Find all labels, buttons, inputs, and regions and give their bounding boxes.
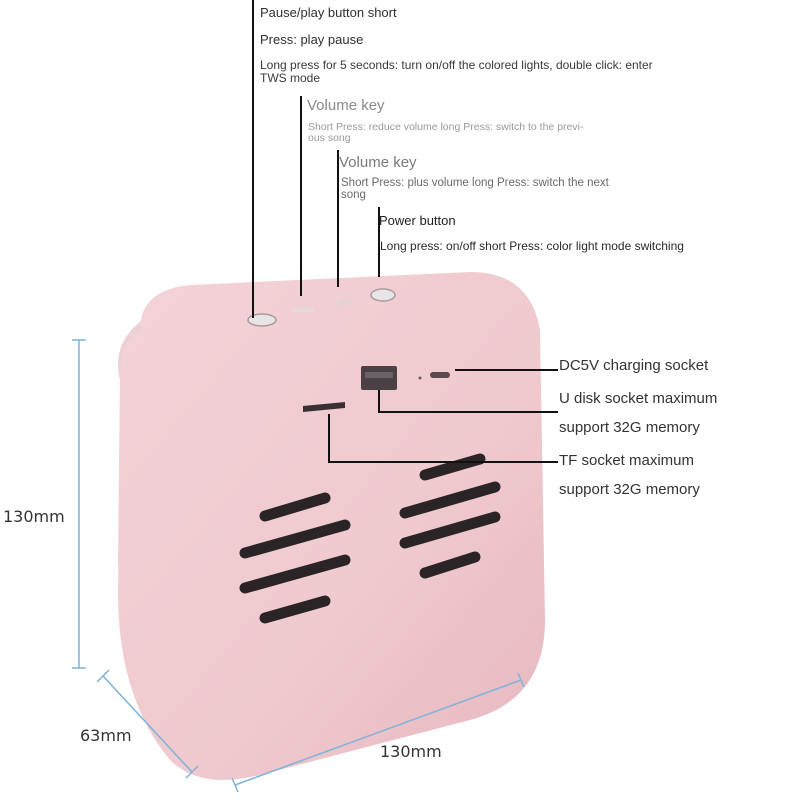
callout-tf-line2: support 32G memory — [559, 481, 700, 498]
callout-tf-line1: TF socket maximum — [559, 452, 695, 469]
volume-down-button-icon — [292, 308, 314, 312]
dimension-height: 130mm — [3, 507, 65, 526]
callout-play-pause-line3: TWS mode — [260, 71, 321, 85]
callout-dc-port: DC5V charging socket — [559, 357, 709, 374]
dimension-width: 130mm — [380, 742, 442, 761]
tf-slot-icon — [303, 402, 345, 412]
dc-port-icon — [430, 372, 450, 378]
leader-volume-up — [337, 150, 339, 287]
leader-usb-h — [378, 411, 558, 413]
callout-usb-line2: support 32G memory — [559, 419, 700, 436]
dimension-lines — [72, 339, 525, 793]
leader-tf-v — [328, 414, 330, 462]
leader-play-pause — [252, 0, 254, 318]
callout-power-line1: Long press: on/off short Press: color li… — [380, 239, 684, 253]
callout-power-title: Power button — [379, 213, 456, 228]
leader-tf-h — [328, 461, 558, 463]
callout-play-pause-title: Pause/play button short — [260, 5, 397, 20]
callout-volume-up-line1: Short Press: plus volume long Press: swi… — [341, 177, 609, 189]
callout-volume-up-line2: song — [341, 189, 366, 201]
power-button-icon — [370, 288, 396, 302]
callout-play-pause-line1: Press: play pause — [260, 32, 364, 47]
play-pause-button-icon — [247, 313, 277, 327]
volume-up-button-icon — [332, 297, 354, 309]
leader-usb-v — [378, 390, 380, 412]
left-grille — [239, 492, 351, 624]
dimension-depth: 63mm — [80, 726, 132, 745]
callout-usb-line1: U disk socket maximum — [559, 390, 718, 407]
callout-play-pause-line2: Long press for 5 seconds: turn on/off th… — [260, 58, 653, 72]
right-grille — [399, 453, 501, 579]
callout-volume-down-title: Volume key — [307, 97, 385, 114]
callout-volume-up-title: Volume key — [339, 154, 417, 171]
leader-volume-down — [300, 96, 302, 296]
callout-volume-down-line2: ous song — [308, 132, 351, 144]
leader-dc-port — [455, 369, 558, 371]
callout-volume-down-line1: Short Press: reduce volume long Press: s… — [308, 121, 584, 133]
leader-power — [378, 207, 380, 277]
